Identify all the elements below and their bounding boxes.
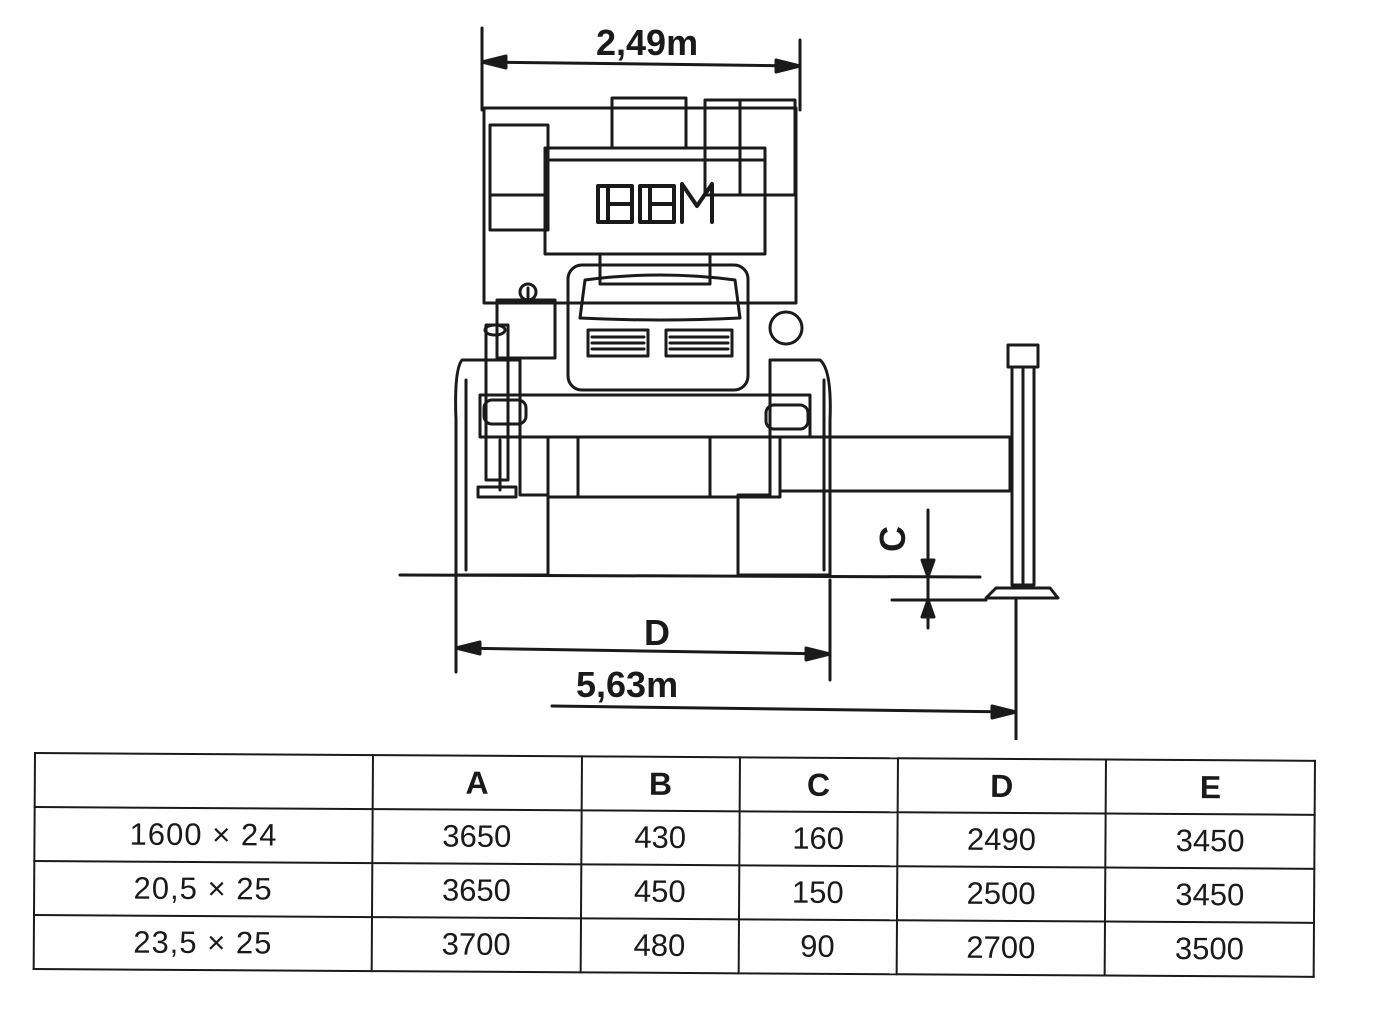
superstructure — [482, 96, 798, 305]
table-header-cell: C — [739, 757, 898, 813]
track-dimension-label: D — [644, 612, 670, 653]
table-cell: 150 — [738, 865, 897, 921]
tire-size-cell: 23,5 × 25 — [33, 915, 372, 972]
table-cell: 3650 — [372, 809, 582, 865]
table-row: 20,5 × 25 3650 450 150 2500 3450 — [34, 861, 1315, 923]
outrigger-span-dimension — [550, 598, 1018, 740]
driver-cab — [566, 263, 804, 392]
top-dimension-line — [480, 26, 802, 112]
ground-line — [398, 573, 982, 579]
table-header-cell: B — [581, 756, 740, 812]
table-cell: 3650 — [371, 863, 581, 919]
table-header-cell: E — [1105, 759, 1315, 815]
table-header-cell: D — [897, 758, 1107, 814]
dimension-table: A B C D E 1600 × 24 3650 430 160 2490 34… — [33, 752, 1316, 978]
table-cell: 160 — [738, 811, 898, 867]
left-wheel — [454, 358, 550, 577]
table-cell: 3500 — [1104, 921, 1314, 977]
c-dimension — [920, 508, 936, 630]
table-header-cell: A — [372, 755, 582, 811]
outrigger — [778, 343, 1060, 600]
tire-size-cell: 1600 × 24 — [34, 807, 373, 864]
d-dimension — [454, 575, 832, 682]
table-cell: 430 — [580, 810, 740, 866]
table-cell: 3450 — [1105, 813, 1315, 869]
table-row: 23,5 × 25 3700 480 90 2700 3500 — [33, 915, 1314, 977]
stabilizer-dimension-label: C — [872, 526, 913, 552]
table-cell: 450 — [580, 864, 739, 920]
tire-size-cell: 20,5 × 25 — [34, 861, 373, 918]
table-cell: 2490 — [896, 812, 1106, 868]
outrigger-span-label: 5,63m — [576, 664, 679, 705]
table-row: 1600 × 24 3650 430 160 2490 3450 — [34, 807, 1315, 869]
table-cell: 2700 — [896, 920, 1106, 976]
right-wheel — [736, 358, 832, 577]
overall-width-label: 2,49m — [596, 22, 699, 63]
table-header-cell — [34, 753, 373, 810]
ppm-logo — [596, 182, 714, 224]
crane-front-view-drawing — [398, 26, 1060, 740]
table-header-row: A B C D E — [34, 753, 1315, 815]
table-cell: 480 — [580, 918, 739, 974]
table-cell: 3700 — [371, 917, 581, 973]
table-cell: 3450 — [1105, 867, 1315, 923]
table-cell: 2500 — [896, 866, 1106, 922]
left-equipment — [476, 282, 557, 499]
table-cell: 90 — [738, 919, 897, 975]
chassis — [478, 393, 812, 499]
